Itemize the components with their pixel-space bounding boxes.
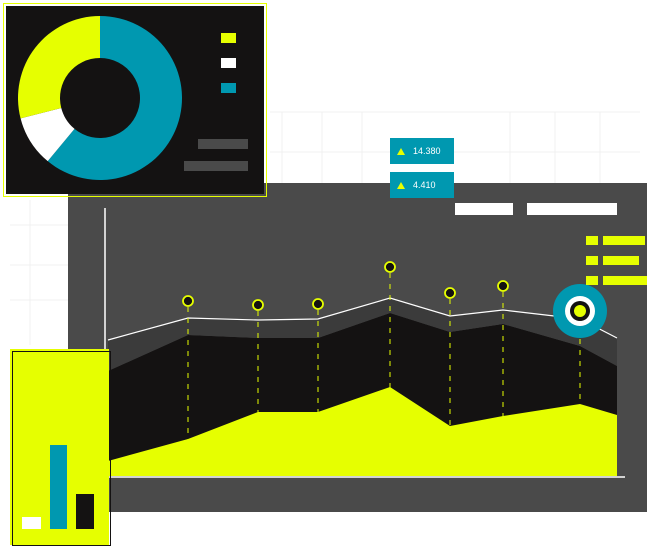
donut-legend-swatch-white [221,58,236,68]
highlight-dot [574,305,586,317]
stat-badge-1: 14.380 [390,138,454,164]
data-point [444,287,456,299]
mini-bar-chart [22,445,97,529]
data-point [384,261,396,273]
legend-line [603,236,645,245]
data-point [312,298,324,310]
donut-slice-0 [47,16,183,180]
stat-badge-2: 4.410 [390,172,454,198]
header-placeholder-short [455,203,513,215]
donut-legend-swatch-teal [221,83,236,93]
donut-chart [18,16,183,180]
mini-bar [22,517,41,529]
bar-frame [12,351,111,546]
area-series-band [108,298,617,371]
stat-value: 14.380 [413,146,441,156]
stat-value: 4.410 [413,180,436,190]
mini-bar [76,493,94,529]
donut-placeholder-line [198,139,248,149]
header-placeholder-long [527,203,617,215]
legend-swatch [586,256,598,265]
donut-frame [3,3,267,197]
donut-legend-swatch-lime [221,33,236,43]
legend-swatch [586,236,598,245]
data-point [252,299,264,311]
area-series-lime [108,387,617,476]
mini-bar [50,445,67,529]
triangle-up-icon [397,147,405,155]
legend-swatch [586,276,598,285]
donut-placeholder-line [184,161,248,171]
donut-slice-1 [20,107,75,162]
data-point [497,280,509,292]
triangle-up-icon [397,181,405,189]
bar-widget [10,349,109,545]
data-point [182,295,194,307]
legend-line [603,276,647,285]
legend-line [603,256,639,265]
donut-widget [6,6,264,194]
donut-slice-2 [18,16,101,119]
